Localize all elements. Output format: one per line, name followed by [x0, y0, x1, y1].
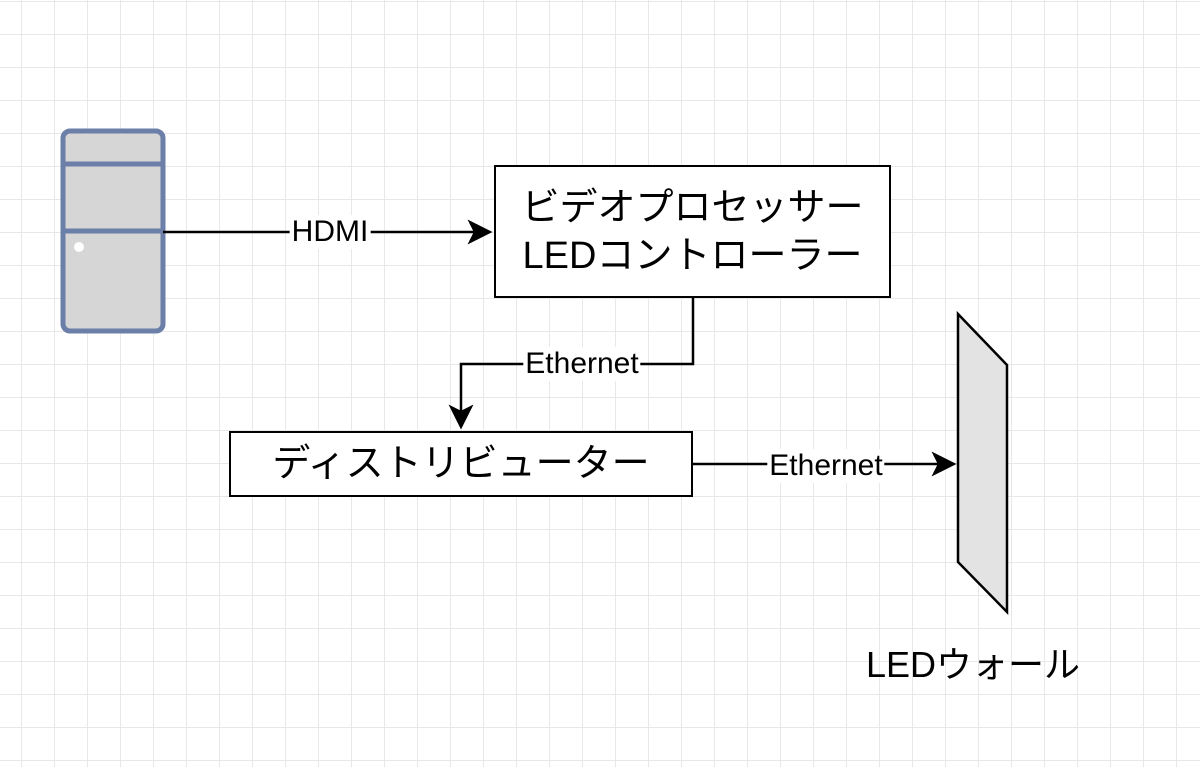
- ethernet-edge-label-processor-distributor: Ethernet: [523, 347, 641, 381]
- led-wall-icon[interactable]: [956, 310, 1009, 616]
- hdmi-edge-label: HDMI: [289, 215, 371, 249]
- pc-tower-icon[interactable]: [60, 128, 166, 334]
- led-wall-label: LEDウォール: [866, 644, 1081, 685]
- distributor-label: ディストリビューター: [272, 443, 650, 485]
- processor-label-line1: ビデオプロセッサー: [521, 186, 864, 229]
- processor-label-line2: LEDコントローラー: [522, 234, 863, 277]
- distributor-node[interactable]: ディストリビューター: [229, 431, 693, 497]
- ethernet-edge-label-distributor-wall: Ethernet: [767, 449, 885, 483]
- video-processor-node[interactable]: ビデオプロセッサー LEDコントローラー: [494, 165, 891, 298]
